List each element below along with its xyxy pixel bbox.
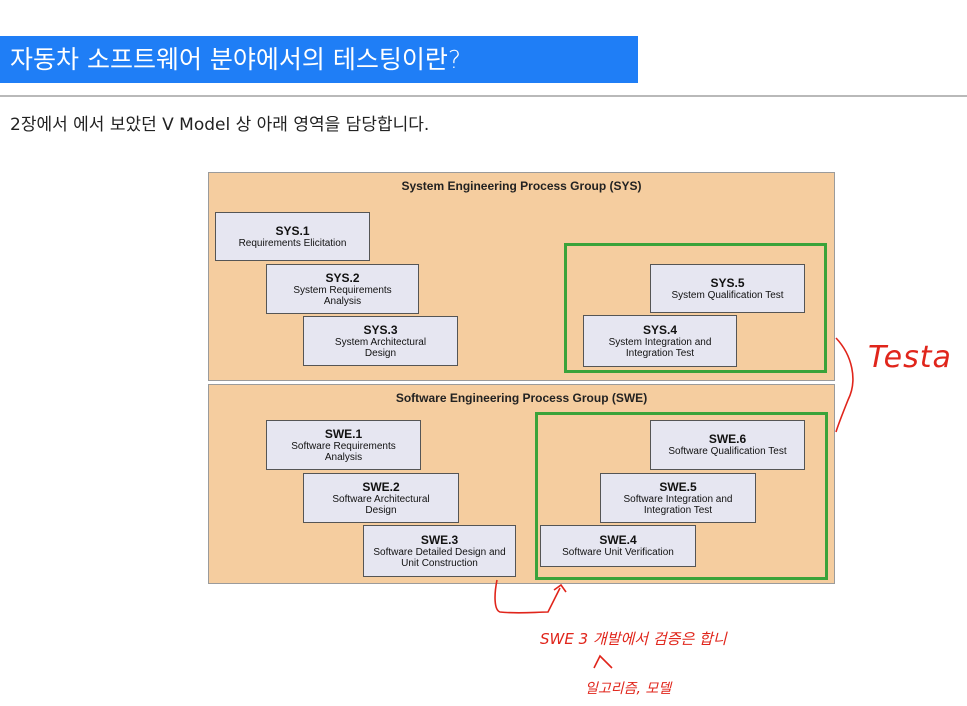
- swe-test-highlight: [535, 412, 828, 580]
- swe-6-code: SWE.6: [708, 432, 747, 446]
- sys-1-box: SYS.1 Requirements Elicitation: [215, 212, 370, 261]
- swe3-note: SWE 3 개발에서 검증은 합니: [540, 630, 727, 648]
- swe-6-box: SWE.6 Software Qualification Test: [650, 420, 805, 470]
- tester-note: Testa: [868, 340, 952, 375]
- sys-group-title: System Engineering Process Group (SYS): [401, 179, 642, 193]
- sys-5-code: SYS.5: [710, 275, 745, 290]
- sys-1-code: SYS.1: [275, 223, 310, 238]
- sys-5-name: System Qualification Test: [671, 289, 784, 301]
- sys-2-box: SYS.2 System Requirements Analysis: [266, 264, 419, 314]
- sys-3-box: SYS.3 System Architectural Design: [303, 316, 458, 366]
- algorithm-model-note: 일고리즘, 모델: [585, 681, 672, 697]
- swe-4-box: SWE.4 Software Unit Verification: [540, 525, 696, 567]
- swe3-connector-stroke: [494, 579, 567, 614]
- swe-group-title: Software Engineering Process Group (SWE): [395, 391, 648, 405]
- swe-3-code: SWE.3: [420, 532, 459, 547]
- swe-6-name: Software Qualification Test: [668, 446, 787, 457]
- sys-4-name: System Integration and Integration Test: [608, 336, 712, 359]
- title-divider: [0, 95, 967, 97]
- sys-5-box: SYS.5 System Qualification Test: [650, 264, 805, 313]
- swe-5-box: SWE.5 Software Integration and Integrati…: [600, 473, 756, 523]
- page-subtitle: 2장에서 에서 보았던 V Model 상 아래 영역을 담당합니다.: [10, 115, 430, 135]
- swe-1-code: SWE.1: [324, 426, 363, 441]
- swe-2-name: Software Architectural Design: [332, 493, 430, 516]
- sys-3-name: System Architectural Design: [334, 336, 427, 359]
- sys-1-name: Requirements Elicitation: [238, 237, 347, 249]
- test-bracket-stroke: [835, 337, 854, 433]
- sys-2-name: System Requirements Analysis: [293, 284, 392, 307]
- swe-1-name: Software Requirements Analysis: [291, 440, 396, 463]
- page-title: 자동차 소프트웨어 분야에서의 테스팅이란?: [0, 36, 638, 83]
- sys-3-code: SYS.3: [363, 322, 398, 337]
- sys-4-box: SYS.4 System Integration and Integration…: [583, 315, 737, 367]
- swe-3-name: Software Detailed Design and Unit Constr…: [373, 546, 506, 569]
- sys-2-code: SYS.2: [325, 270, 360, 285]
- swe-3-box: SWE.3 Software Detailed Design and Unit …: [363, 525, 516, 577]
- swe-2-box: SWE.2 Software Architectural Design: [303, 473, 459, 523]
- swe-5-code: SWE.5: [659, 479, 697, 494]
- swe-5-name: Software Integration and Integration Tes…: [623, 493, 733, 516]
- sys-4-code: SYS.4: [642, 322, 678, 337]
- swe-1-box: SWE.1 Software Requirements Analysis: [266, 420, 421, 470]
- caret-stroke: [593, 654, 613, 669]
- swe-4-name: Software Unit Verification: [562, 547, 674, 558]
- swe-2-code: SWE.2: [362, 479, 400, 494]
- sys-test-highlight: [564, 243, 827, 373]
- swe-4-code: SWE.4: [599, 533, 637, 547]
